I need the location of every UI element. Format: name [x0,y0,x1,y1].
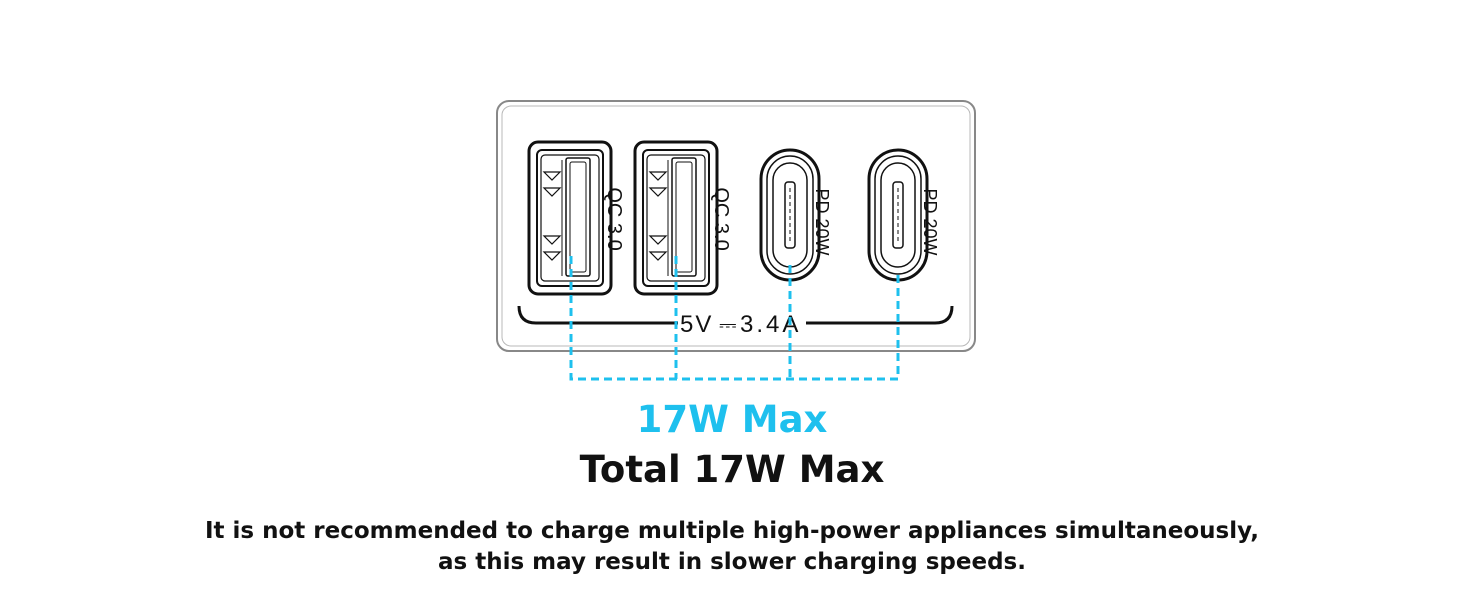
shared-rating-bracket-right [806,305,954,325]
shared-max-power-label: 17W Max [636,398,828,441]
usb-a-port-2 [633,140,719,296]
port-label-pd-2: PD 20W [920,188,940,255]
shared-rating-bracket-left [517,305,678,325]
charger-face-inner [501,105,971,347]
port-label-qc-1: QC 3.0 [603,187,625,250]
usage-note-line-2: as this may result in slower charging sp… [438,549,1026,575]
port-label-pd-1: PD 20W [812,188,832,255]
usage-note-line-1: It is not recommended to charge multiple… [204,518,1260,544]
shared-power-connector [569,256,900,381]
rating-current: 3.4A [740,311,801,338]
total-max-power-label: Total 17W Max [579,448,885,491]
rating-voltage: 5V [680,311,713,338]
usb-a-port-1 [527,140,613,296]
rating-dc-symbol: ⎓ [719,313,737,338]
port-label-qc-2: QC 3.0 [710,187,732,250]
charger-face-panel [496,100,976,352]
